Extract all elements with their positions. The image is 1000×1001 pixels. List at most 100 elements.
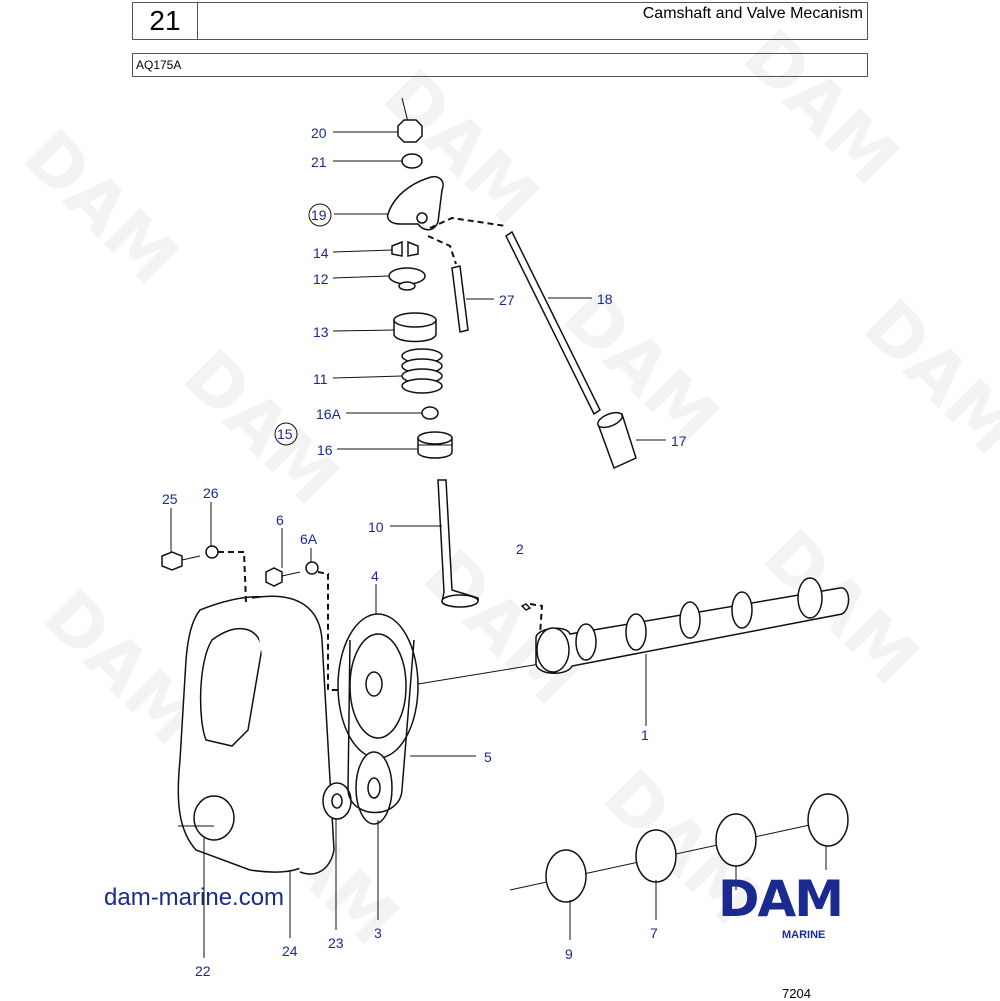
callout-12: 12 [313,271,329,287]
callout-16: 16 [317,442,333,458]
part-valve-head [441,594,479,608]
callout-14: 14 [313,245,329,261]
callout-17: 17 [671,433,687,449]
part-cam-lobe [679,601,701,639]
part-distributor-gear [797,577,823,619]
part-rocker-arm [386,176,444,231]
alignment-line [218,551,247,603]
part-sprocket-hub [365,671,383,697]
callout-ring [274,422,298,446]
part-lifter-top [596,411,624,429]
part-cam-bearing [545,849,587,903]
stud-line [401,97,409,123]
callout-19: 19 [311,207,327,223]
watermark-text: DAM [728,14,915,201]
header-model-box: AQ175A [132,53,868,77]
callout-2: 2 [516,541,524,557]
alignment-line [529,603,544,635]
callout-1: 1 [641,727,649,743]
part-cam-lobe [731,591,753,629]
watermark-text: DAM [848,284,1000,471]
part-lock-washer [205,545,219,559]
part-dowel-pin [520,603,532,611]
bolt-shank [181,555,201,561]
model-code: AQ175A [136,58,182,72]
part-camshaft-nose [536,627,570,673]
callout-23: 23 [328,935,344,951]
part-ball-seat [401,153,423,169]
part-sprocket-bolt [265,567,283,587]
website-link[interactable]: dam-marine.com [104,884,285,911]
callout-21: 21 [311,154,327,170]
timing-cover-group [161,545,372,875]
part-shield-top [393,312,437,328]
part-rocker-hole [416,212,428,224]
part-cover-window [199,627,263,747]
part-nut [397,119,423,143]
part-sprocket-washer [305,561,319,575]
part-retainer-neck [398,281,416,291]
callout-11: 11 [313,371,328,387]
axis-line [417,663,541,685]
part-spacer-hole [331,793,343,809]
callout-26: 26 [203,485,219,501]
part-crank-seal-bore [193,795,235,841]
callout-18: 18 [597,291,613,307]
part-valve-seal [417,431,453,459]
part-cam-bearing [807,793,849,847]
part-valve-keepers [391,240,419,257]
callout-25: 25 [162,491,178,507]
callout-20: 20 [311,125,327,141]
callout-6a: 6A [300,531,318,547]
watermark-text: DAM [8,114,195,301]
page-title: Camshaft and Valve Mecanism [642,5,863,22]
part-cam-lobe [625,613,647,651]
watermark-layer: DAM DAM DAM DAM DAM DAM DAM DAM DAM DAM … [8,14,1000,961]
part-timing-chain [347,639,415,814]
part-cover-bolt [161,551,183,571]
watermark-text: DAM [408,534,595,721]
part-push-rod [505,230,601,416]
header-title-box: 21 Camshaft and Valve Mecanism [132,2,868,40]
callout-3: 3 [374,925,382,941]
dam-marine-logo: DAM MARINE [716,870,896,949]
alignment-line [317,571,372,691]
camshaft-group [520,577,850,674]
part-rocker-stud [451,265,469,333]
callout-10: 10 [368,519,384,535]
callouts: 20 21 19 14 12 13 11 16A 15 16 17 18 27 … [162,125,687,979]
callout-27: 27 [499,292,515,308]
logo-graphic: DAM MARINE [718,870,844,941]
callout-9: 9 [565,946,573,962]
part-crank-sprocket-hub [367,777,381,799]
logo-subtitle: MARINE [782,929,825,941]
callout-7: 7 [650,925,658,941]
callout-16a: 16A [316,406,342,422]
drawing-number: 7204 [782,986,811,1001]
cam-bearings-group [509,793,849,903]
callout-24: 24 [282,943,298,959]
callout-15: 15 [277,426,293,442]
callout-22: 22 [195,963,211,979]
logo-wordmark: DAM [718,872,842,928]
callout-5: 5 [484,749,492,765]
part-small-seal [421,406,439,420]
callout-4: 4 [371,568,379,584]
part-cam-bearing [715,813,757,867]
watermark-text: DAM [168,334,355,521]
alignment-line [429,216,507,229]
part-cam-lobe [575,623,597,661]
callout-13: 13 [313,324,329,340]
callout-ring [308,203,332,227]
part-cover-gasket [251,595,335,875]
callout-6: 6 [276,512,284,528]
alignment-line [427,235,457,265]
section-number: 21 [133,3,198,39]
part-cam-bearing [635,829,677,883]
timing-drive-group [337,613,541,825]
part-valve-spring [401,348,443,394]
leader-lines [170,131,827,958]
bolt-shank [281,571,301,577]
valve-train [386,97,637,608]
